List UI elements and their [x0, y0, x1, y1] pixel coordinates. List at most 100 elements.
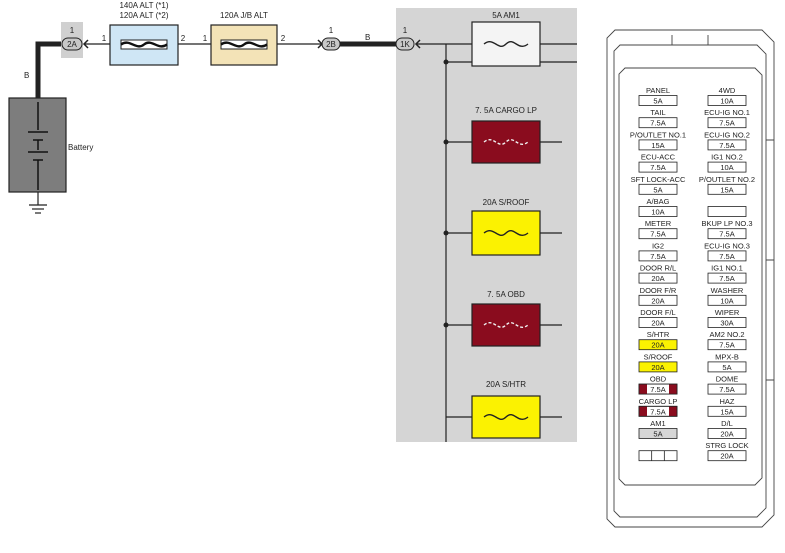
fuse-slot-box — [638, 117, 678, 129]
pin-number: 1 — [203, 34, 208, 43]
fuse-slot-box — [707, 228, 747, 240]
fuse-slot-box — [638, 228, 678, 240]
fuse-slot-value: 5A — [653, 430, 662, 439]
fuse-slot-value: 7.5A — [719, 141, 734, 150]
fuse-slot-value: 7.5A — [719, 252, 734, 261]
fusible-link-jb-alt-label: 120A J/B ALT — [220, 11, 268, 20]
fuse-slot-left — [638, 450, 678, 462]
fuse-obd — [471, 303, 541, 347]
battery-symbol — [8, 97, 67, 193]
fuse-slot-box — [707, 117, 747, 129]
fuse-slot-name: DOME — [716, 375, 739, 384]
fuse-slot-box — [638, 361, 678, 373]
fuse-slot-name: OBD — [650, 375, 667, 384]
fuse-slot-value: 20A — [651, 274, 664, 283]
fuse-slot-box — [638, 317, 678, 328]
fuse-slot-name: AM2 NO.2 — [709, 330, 744, 339]
fuse-slot-name: IG1 NO.2 — [711, 153, 743, 162]
connector-1k: 1K — [395, 37, 421, 51]
fuse-slot-box — [638, 250, 678, 262]
fuse-slot-box — [707, 339, 747, 351]
fuse-slot-left: A/BAG 10A — [638, 197, 678, 217]
fuse-slot-box — [707, 428, 747, 439]
fuse-s-roof-label: 20A S/ROOF — [483, 198, 530, 207]
fuse-slot-name: ECU-IG NO.2 — [704, 130, 750, 139]
connector-2a-pin: 1 — [70, 26, 75, 35]
fuse-slot-box — [638, 294, 678, 306]
fuse-slot-name: BKUP LP NO.3 — [702, 219, 753, 228]
fuse-slot-name: S/ROOF — [644, 352, 673, 361]
fuse-slot-name: DOOR F/R — [640, 286, 677, 295]
fuse-slot-value: 15A — [651, 141, 664, 150]
fuse-slot-value: 7.5A — [650, 252, 665, 261]
fuse-slot-box — [638, 272, 678, 284]
fuse-slot-value: 7.5A — [650, 163, 665, 172]
fuse-slot-value: 7.5A — [650, 407, 665, 416]
fuse-slot-outline — [638, 383, 678, 395]
fuse-slot-name: DOOR R/L — [640, 264, 676, 273]
fuse-slot-box — [707, 183, 747, 195]
fuse-slot-name: IG2 — [652, 241, 664, 250]
fuse-slot-value: 7.5A — [650, 385, 665, 394]
fuse-slot-right: MPX-B5A — [707, 352, 747, 373]
fusible-link-alt-label: 120A ALT (*2) — [119, 11, 168, 20]
fuse-slot-value: 7.5A — [719, 341, 734, 350]
connector-2a: 2A — [61, 37, 89, 51]
fuse-slot-box — [707, 95, 747, 106]
fuse-slot-box — [638, 161, 678, 173]
fuse-slot-box — [707, 139, 747, 151]
fusible-link-alt — [109, 24, 179, 66]
fuse-s-roof — [471, 210, 541, 256]
fuse-slot-right: ECU-IG NO.2 7.5A — [704, 130, 750, 151]
fuse-s-htr-label: 20A S/HTR — [486, 380, 526, 389]
connector-2b: 2B — [317, 37, 341, 51]
fuse-cargo-lp-label: 7. 5A CARGO LP — [475, 106, 537, 115]
fuse-slot-name: HAZ — [720, 397, 735, 406]
fuse-slot-box — [638, 95, 678, 106]
fuse-slot-right: AM2 NO.2 7.5A — [707, 330, 747, 351]
fuse-slot-value: 10A — [720, 296, 733, 305]
fuse-slot-box — [707, 161, 747, 173]
fuse-slot-value: 15A — [720, 185, 733, 194]
junction-dot — [443, 59, 449, 65]
fuse-slot-value: 30A — [720, 319, 733, 328]
svg-text:2A: 2A — [67, 40, 77, 49]
fuse-slot-name: WASHER — [711, 286, 744, 295]
fuse-slot-box — [638, 450, 678, 462]
fuse-slot-name: A/BAG — [647, 197, 670, 206]
fuse-slot-value: 10A — [651, 208, 664, 217]
fuse-slot-name: DOOR F/L — [640, 308, 675, 317]
fuse-box-housing — [606, 29, 775, 528]
pin-number: 1 — [102, 34, 107, 43]
fuse-s-htr — [471, 395, 541, 439]
fuse-slot-outline — [638, 405, 678, 417]
fuse-slot-box — [638, 339, 678, 351]
fuse-slot-name: P/OUTLET NO.1 — [630, 130, 686, 139]
fuse-slot-box — [707, 383, 747, 395]
fuse-slot-right: BKUP LP NO.37.5A — [702, 219, 753, 240]
fuse-slot-value: 10A — [720, 97, 733, 106]
fuse-slot-name: IG1 NO.1 — [711, 264, 743, 273]
fuse-slot-name: P/OUTLET NO.2 — [699, 175, 755, 184]
fuse-slot-value: 5A — [653, 97, 662, 106]
fuse-slot-name: MPX-B — [715, 352, 739, 361]
ground-icon — [29, 204, 47, 214]
fuse-slot-right: IG1 NO.17.5A — [707, 264, 747, 284]
fuse-slot-red-end — [669, 406, 677, 417]
fuse-slot-name: METER — [645, 219, 672, 228]
fuse-slot-red-end — [639, 384, 647, 395]
